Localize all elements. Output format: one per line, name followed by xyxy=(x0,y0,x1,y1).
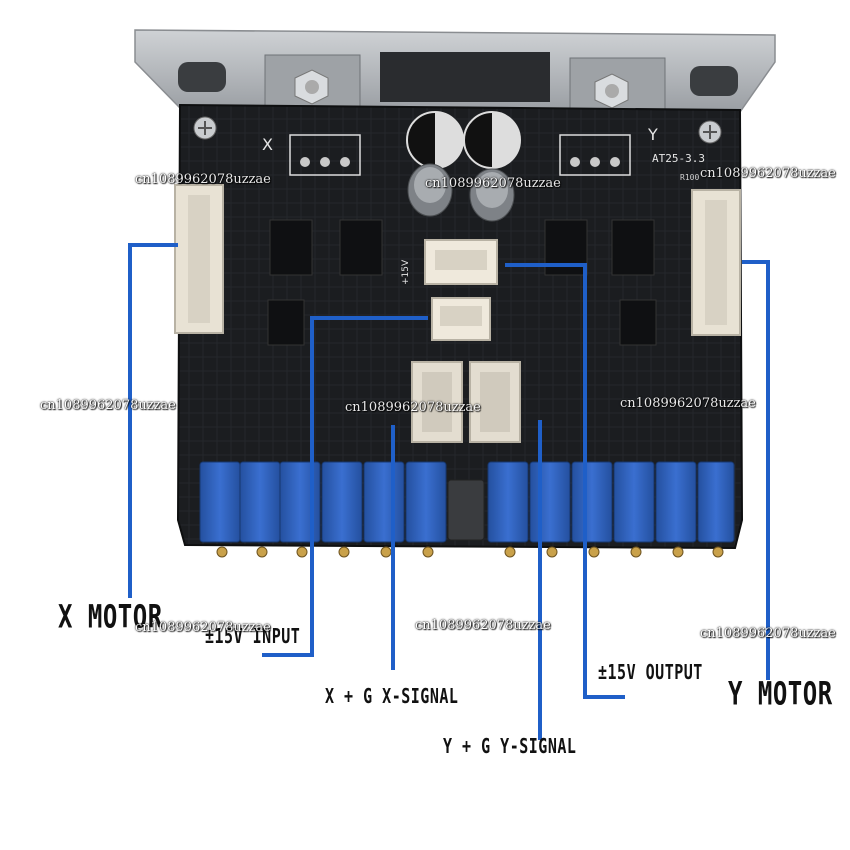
hex-nut-right xyxy=(594,73,629,109)
label-input: ±15V INPUT xyxy=(205,624,301,649)
screw-icon xyxy=(193,116,217,140)
hex-nut-left xyxy=(294,69,329,105)
watermark: cn1089962078uzzae xyxy=(135,172,271,187)
watermark: cn1089962078uzzae xyxy=(415,618,551,633)
transistor-header-left xyxy=(289,134,361,176)
watermark: cn1089962078uzzae xyxy=(345,400,481,415)
watermark: cn1089962078uzzae xyxy=(700,166,836,181)
label-x-signal: X + G X-SIGNAL xyxy=(325,684,459,709)
silk-y: Y xyxy=(647,125,658,144)
silk-x: X xyxy=(262,135,273,154)
leader-x-motor xyxy=(128,243,178,598)
silk-plus15: +15V xyxy=(401,259,411,285)
watermark: cn1089962078uzzae xyxy=(425,176,561,191)
leader-y-motor xyxy=(742,260,770,680)
leader-lines xyxy=(128,243,770,740)
watermark: cn1089962078uzzae xyxy=(700,626,836,641)
output-connector xyxy=(424,239,498,285)
input-connector xyxy=(431,297,491,341)
potentiometer-screws xyxy=(216,546,724,558)
label-output: ±15V OUTPUT xyxy=(598,660,703,685)
capacitor-footprints xyxy=(406,111,521,169)
screw-icon xyxy=(698,120,722,144)
silk-r100: R100 xyxy=(680,173,699,182)
label-x-motor: X MOTOR xyxy=(58,598,163,636)
watermark: cn1089962078uzzae xyxy=(620,396,756,411)
leader-input xyxy=(262,316,428,657)
heatsink xyxy=(134,29,776,113)
watermark: cn1089962078uzzae xyxy=(40,398,176,413)
watermark: cn1089962078uzzae xyxy=(135,620,271,635)
y-signal-connector xyxy=(469,361,521,443)
silk-model: AT25-3.3 xyxy=(652,152,705,165)
y-motor-connector xyxy=(691,189,741,336)
electrolytic-capacitor xyxy=(407,163,453,217)
label-y-signal: Y + G Y-SIGNAL xyxy=(443,734,577,759)
label-y-motor: Y MOTOR xyxy=(728,675,833,713)
transistor-header-right xyxy=(559,134,631,176)
leader-output xyxy=(505,263,625,699)
silkscreen: X Y AT25-3.3 R100 +15V xyxy=(262,125,705,285)
electrolytic-capacitor xyxy=(469,168,515,222)
x-motor-connector xyxy=(174,184,224,334)
x-signal-connector xyxy=(411,361,463,443)
